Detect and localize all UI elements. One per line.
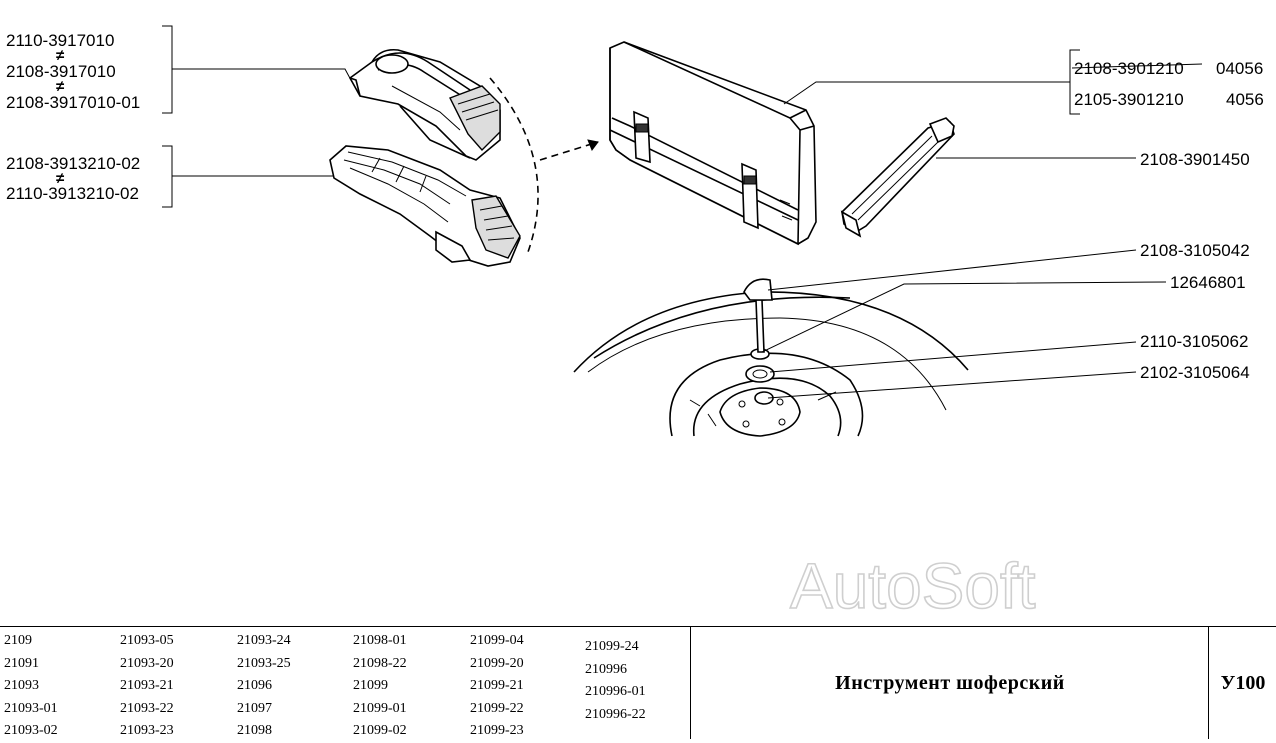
bag-callout: 2108-3901210 04056 2105-3901210 4056 [783,49,1264,115]
leader-line [767,371,1137,399]
leader-line [761,281,1167,353]
divider [0,626,690,627]
model-code: 2109 [4,633,32,648]
jack-b-drawing [329,145,521,267]
model-code: 21093-23 [120,723,174,738]
jack-a-callout: 2110-3917010 ≠ 2108-3917010 ≠ 2108-39170… [6,25,353,114]
model-code: 21098-22 [353,655,407,671]
label-bag-2-alt: 4056 [1226,90,1264,109]
label-washer: 12646801 [1170,273,1246,292]
pack-into-bag-arrow [489,77,599,253]
model-code: 21096 [237,678,272,693]
model-code: 21099 [353,678,388,693]
spare-wheel-drawing [573,278,969,437]
not-equal-icon: ≠ [56,170,65,187]
jack-b-callout: 2108-3913210-02 ≠ 2110-3913210-02 [6,145,335,208]
title-block: 2109 21091 21093 21093-01 21093-02 21093… [0,626,1276,739]
model-code: 210996-01 [585,684,646,699]
leader-line [769,341,1137,373]
label-bolt: 2108-3105042 [1140,241,1250,260]
models-column: 21093-05 21093-20 21093-21 21093-22 2109… [120,630,174,743]
tool-bag-drawing [609,41,817,246]
not-equal-icon: ≠ [56,47,65,64]
model-code: 21093-05 [120,633,174,648]
label-jack-a-1: 2110-3917010 [6,31,114,50]
label-jack-a-3: 2108-3917010-01 [6,93,140,112]
label-bag-1: 2108-3901210 [1074,59,1184,78]
model-code: 21093 [4,678,39,693]
label-jack-b-1: 2108-3913210-02 [6,154,140,173]
label-jack-b-2: 2110-3913210-02 [6,184,139,203]
page-code: У100 [1208,626,1276,739]
watermark-text: AutoSoft [790,550,1036,622]
model-code: 21099-20 [470,655,524,671]
model-code: 210996 [585,661,627,677]
model-code: 21093-25 [237,655,291,671]
model-code: 21099-01 [353,700,407,716]
applicable-models: 2109 21091 21093 21093-01 21093-02 21093… [0,626,690,738]
strikethrough-line [1071,63,1203,69]
model-code: 21099-04 [470,633,524,648]
not-equal-icon: ≠ [56,78,65,95]
label-wrench: 2108-3901450 [1140,150,1250,169]
label-bushing: 2102-3105064 [1140,363,1250,382]
model-code: 21091 [4,655,39,671]
model-code: 21099-23 [470,723,524,738]
wheel-wrench-drawing: 2108-3901450 [840,117,1250,238]
leader-line [162,145,335,208]
leader-line [162,25,353,114]
leader-line [783,49,1080,115]
model-code: 21093-02 [4,723,58,738]
model-code: 21093-24 [237,633,291,648]
wheel-callouts: 2108-3105042 12646801 2110-3105062 2102-… [761,241,1250,399]
drawing-title: Инструмент шоферский [690,626,1209,739]
label-cup: 2110-3105062 [1140,332,1248,351]
jack-a-drawing [348,48,501,161]
models-column: 21093-24 21093-25 21096 21097 21098 [237,630,291,743]
model-code: 21093-21 [120,678,174,693]
label-bag-2: 2105-3901210 [1074,90,1184,109]
model-code: 21099-24 [585,639,639,654]
model-code: 210996-22 [585,706,646,722]
models-column: 21098-01 21098-22 21099 21099-01 21099-0… [353,630,407,743]
label-jack-a-2: 2108-3917010 [6,62,116,81]
model-code: 21093-01 [4,700,58,716]
models-column: 21099-04 21099-20 21099-21 21099-22 2109… [470,630,524,743]
leader-line [767,249,1137,291]
model-code: 21093-20 [120,655,174,671]
models-column: 21099-24 210996 210996-01 210996-22 [585,636,646,726]
model-code: 21093-22 [120,700,174,716]
models-column: 2109 21091 21093 21093-01 21093-02 [4,630,58,743]
model-code: 21099-02 [353,723,407,738]
model-code: 21099-21 [470,678,524,693]
model-code: 21098-01 [353,633,407,648]
label-bag-1-alt: 04056 [1216,59,1263,78]
model-code: 21097 [237,700,272,716]
model-code: 21099-22 [470,700,524,716]
model-code: 21098 [237,723,272,738]
